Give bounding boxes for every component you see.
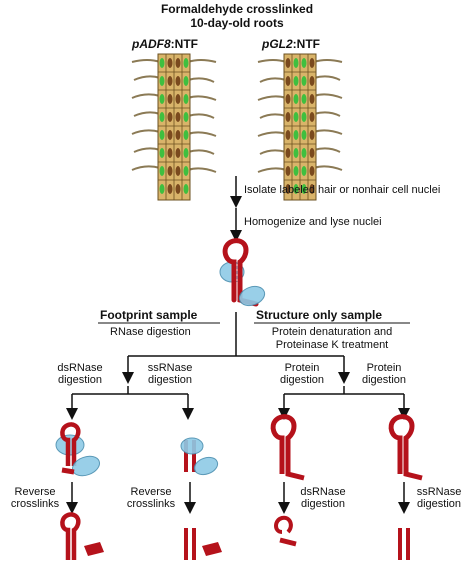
label-reverse-right-2: crosslinks [126,498,176,510]
rna-protein-complex [219,238,266,307]
suffix-left: :NTF [170,37,198,51]
promoter-name-right: pGL2 [262,37,293,51]
header-line-1: Formaldehyde crosslinked [160,2,314,16]
rna-structure-right [388,414,423,481]
final-product-4 [398,528,410,560]
label-after-dsrnase-1: dsRNase [300,486,346,498]
label-reverse-right-1: Reverse [130,486,172,498]
promoter-name-left: pADF8 [132,37,171,51]
structure-subtitle-1: Protein denaturation and [271,326,393,338]
root-diagram-left [131,53,217,201]
label-reverse-left-2: crosslinks [10,498,60,510]
root-label-right: pGL2:NTF [262,38,320,50]
header-line-2: 10-day-old roots [190,16,284,30]
label-dsrnase-2: digestion [57,374,103,386]
label-after-ssrnase-2: digestion [416,498,462,510]
suffix-right: :NTF [292,37,320,51]
label-protein-1-a: Protein [284,362,320,374]
label-dsrnase-1: dsRNase [57,362,103,374]
rna-structure-left [270,414,305,481]
root-diagram-right [257,53,343,201]
label-after-ssrnase-1: ssRNase [416,486,462,498]
label-ssrnase-1: ssRNase [147,362,193,374]
root-label-left: pADF8:NTF [132,38,198,50]
label-after-dsrnase-2: digestion [300,498,346,510]
final-product-3 [274,515,297,547]
step-homogenize: Homogenize and lyse nuclei [244,216,382,228]
label-ssrnase-2: digestion [147,374,193,386]
rna-fragment-footprint-ds [55,422,101,477]
label-protein-1-b: digestion [279,374,325,386]
final-product-2 [184,528,222,560]
rna-fragment-footprint-ss [180,437,219,476]
footprint-subtitle: RNase digestion [110,326,191,338]
label-protein-2-b: digestion [361,374,407,386]
structure-title: Structure only sample [256,308,383,322]
step-isolate: Isolate labeled hair or nonhair cell nuc… [244,184,441,196]
final-product-1 [60,512,104,560]
structure-subtitle-2: Proteinase K treatment [275,339,389,351]
footprint-title: Footprint sample [100,308,198,322]
branch-connectors [66,312,410,514]
label-reverse-left-1: Reverse [14,486,56,498]
label-protein-2-a: Protein [366,362,402,374]
